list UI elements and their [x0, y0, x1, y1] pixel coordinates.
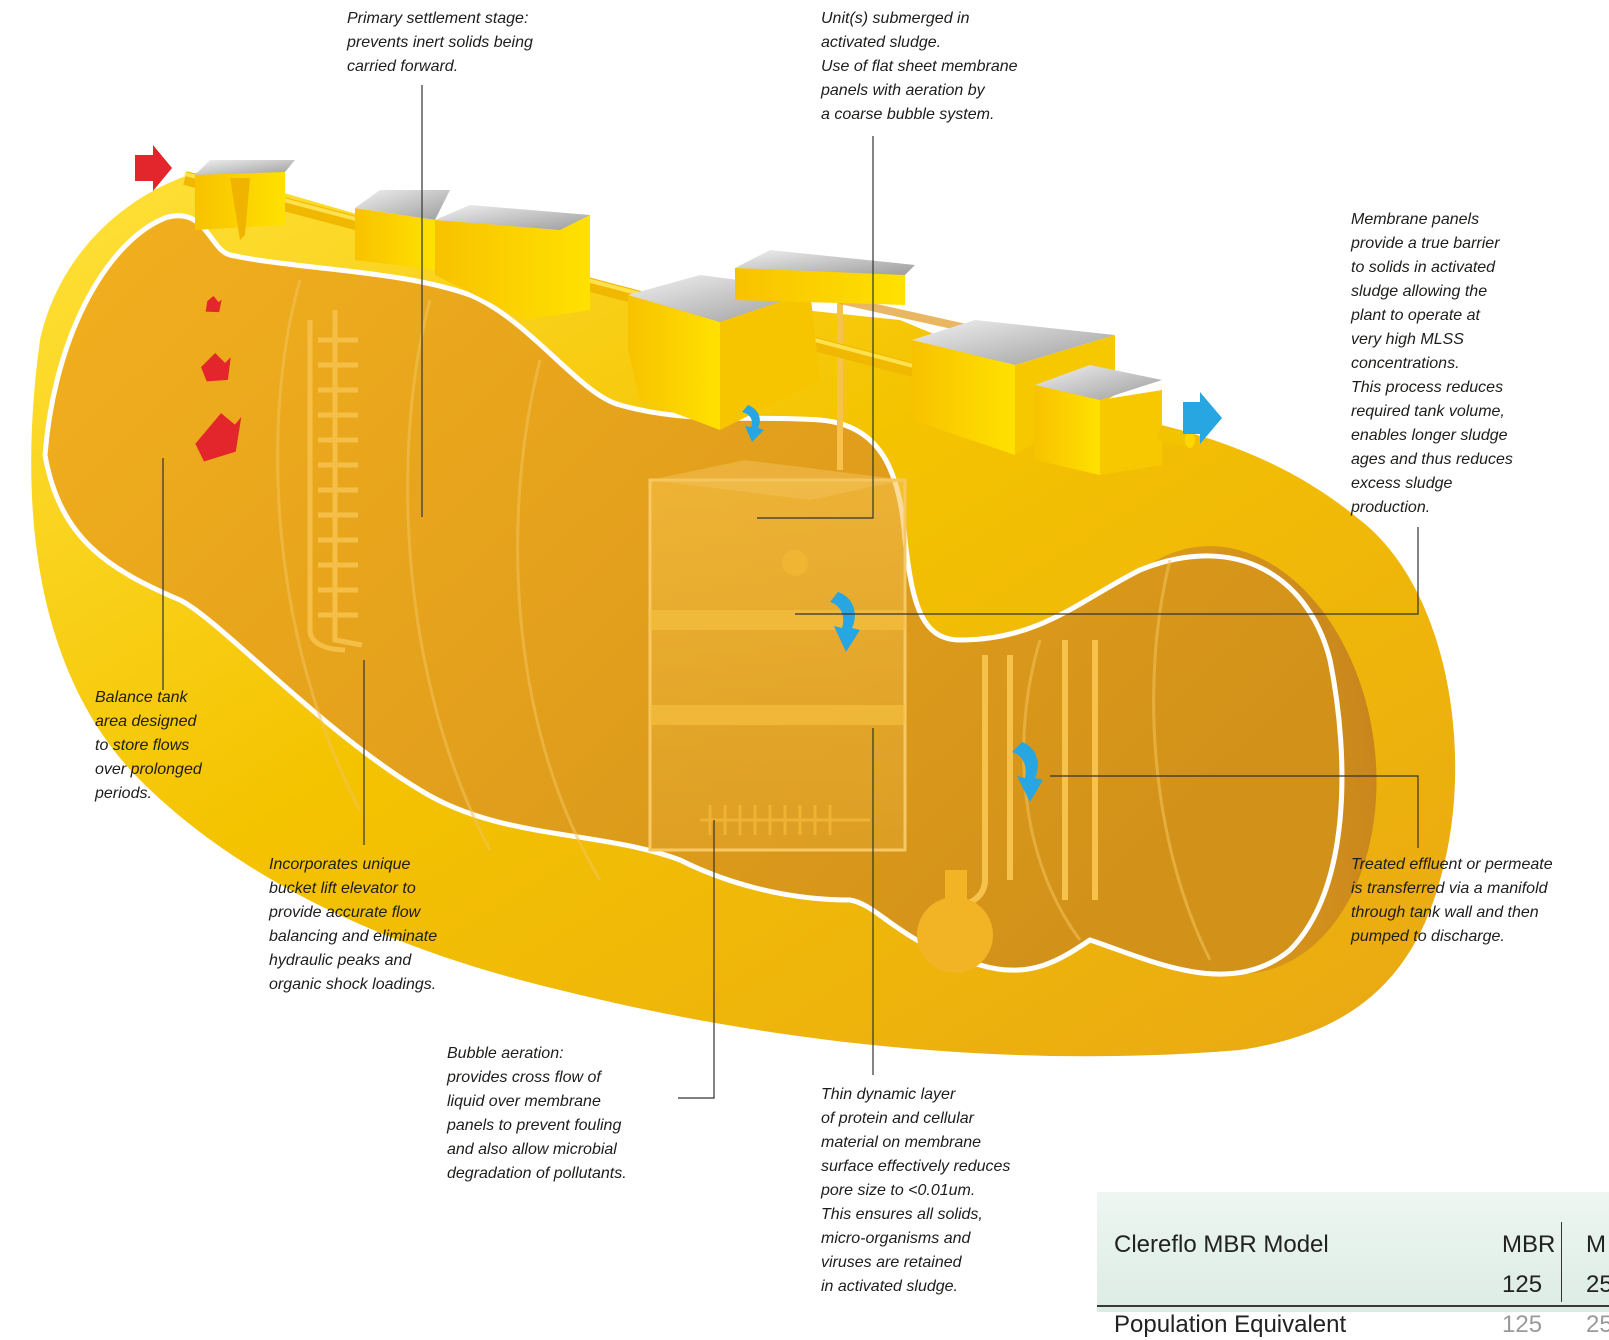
table-col2-size: 25: [1586, 1270, 1609, 1300]
table-header-label: Clereflo MBR Model: [1114, 1230, 1329, 1260]
table-column-divider: [1561, 1222, 1562, 1302]
callout-dynamic-layer: Thin dynamic layer of protein and cellul…: [821, 1083, 1010, 1299]
model-spec-table: Clereflo MBR Model MBR 125 M 25 Populati…: [1097, 1192, 1609, 1312]
callout-treated-effluent: Treated effluent or permeate is transfer…: [1351, 853, 1553, 949]
callout-membrane-panels: Membrane panels provide a true barrier t…: [1351, 208, 1513, 520]
table-col2-name: M: [1586, 1230, 1606, 1260]
table-row-col1-value: 125: [1502, 1310, 1542, 1340]
table-col1-size: 125: [1502, 1270, 1542, 1300]
chamber-outlet-2: [1035, 365, 1162, 475]
chamber-aeration-2: [735, 250, 915, 305]
table-header-rule: [1097, 1305, 1609, 1307]
callout-primary-settlement: Primary settlement stage: prevents inert…: [347, 7, 533, 79]
table-col1-name: MBR: [1502, 1230, 1555, 1260]
mbr-tank-cutaway-diagram: [0, 0, 1609, 1301]
callout-units-submerged: Unit(s) submerged in activated sludge. U…: [821, 7, 1018, 127]
table-row-col2-value: 25: [1586, 1310, 1609, 1340]
callout-bubble-aeration: Bubble aeration: provides cross flow of …: [447, 1042, 627, 1186]
callout-balance-tank: Balance tank area designed to store flow…: [95, 686, 202, 806]
callout-bucket-lift: Incorporates unique bucket lift elevator…: [269, 853, 437, 997]
table-row-label: Population Equivalent: [1114, 1310, 1346, 1340]
